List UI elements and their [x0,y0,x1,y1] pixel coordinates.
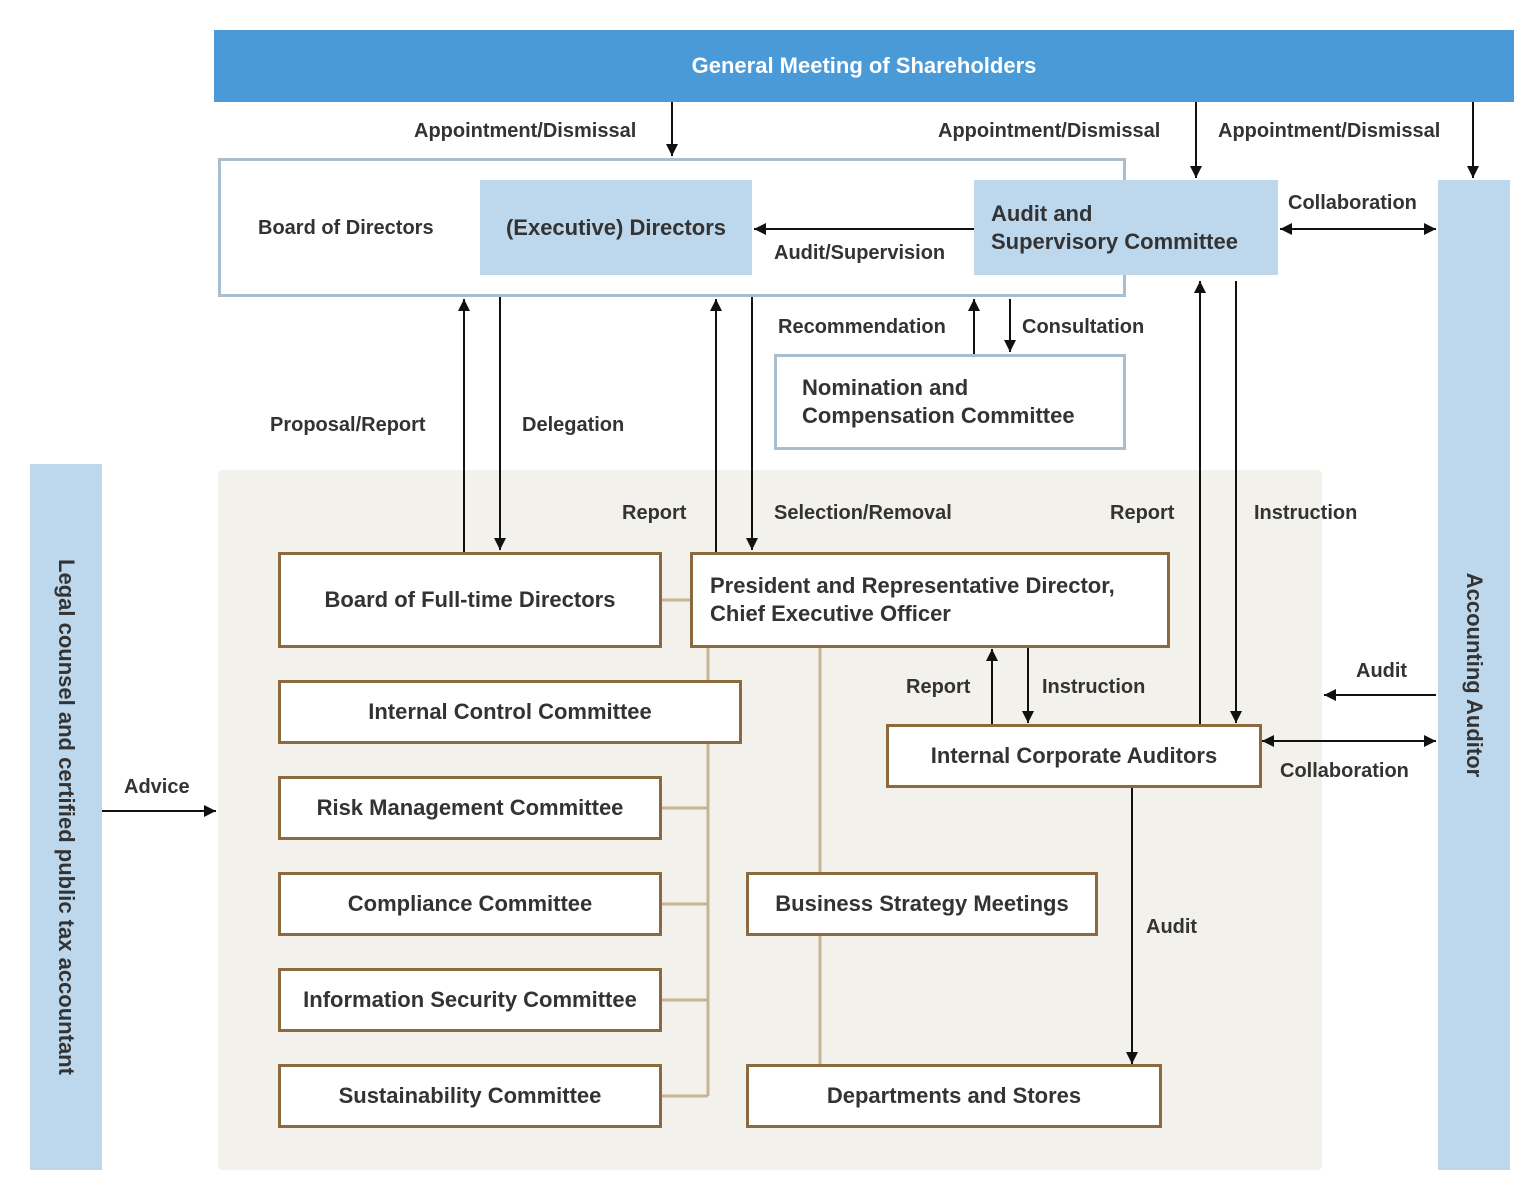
org-tree-lines [660,598,822,1098]
president-line-2: Chief Executive Officer [710,601,951,626]
audit-committee-line-2: Supervisory Committee [991,228,1238,254]
accounting-auditor-bar [1438,180,1510,1170]
legal-counsel-bar [30,464,102,1170]
infosec-box: Information Security Committee [278,968,662,1032]
audit-committee-box: Audit and Supervisory Committee [974,180,1278,275]
shareholders-bar: General Meeting of Shareholders [214,30,1514,102]
departments-box: Departments and Stores [746,1064,1162,1128]
label-recommendation: Recommendation [778,316,946,338]
risk-management-label: Risk Management Committee [316,795,624,820]
board-of-directors-label: Board of Directors [258,217,434,239]
nomination-committee-box: Nomination and Compensation Committee [774,354,1126,450]
internal-auditors-box: Internal Corporate Auditors [886,724,1262,788]
label-selection-removal: Selection/Removal [774,502,952,524]
label-delegation: Delegation [522,414,625,436]
nomination-line-1: Nomination and [802,375,969,400]
departments-label: Departments and Stores [826,1083,1082,1108]
internal-control-box: Internal Control Committee [278,680,742,744]
label-appoint-1: Appointment/Dismissal [414,120,637,142]
risk-management-box: Risk Management Committee [278,776,662,840]
nomination-line-2: Compensation Committee [802,403,1075,428]
audit-committee-line-1: Audit and [991,200,1093,226]
label-collab-bottom: Collaboration [1280,760,1409,782]
fulltime-board-label: Board of Full-time Directors [324,587,616,612]
label-audit-supervision: Audit/Supervision [774,242,946,264]
internal-control-label: Internal Control Committee [368,699,652,724]
president-box: President and Representative Director, C… [690,552,1170,648]
compliance-label: Compliance Committee [347,891,593,916]
label-instruction-1: Instruction [1254,502,1358,524]
flow-arrows [102,102,1479,1064]
infosec-label: Information Security Committee [303,987,637,1012]
internal-auditors-label: Internal Corporate Auditors [930,743,1218,768]
fulltime-board-box: Board of Full-time Directors [278,552,662,648]
label-consultation: Consultation [1022,316,1145,338]
label-collab-top: Collaboration [1288,192,1417,214]
sustainability-label: Sustainability Committee [338,1083,602,1108]
sustainability-box: Sustainability Committee [278,1064,662,1128]
business-strategy-label: Business Strategy Meetings [775,891,1069,916]
executive-directors-box: (Executive) Directors [480,180,752,275]
label-audit-1: Audit [1356,660,1408,682]
label-proposal-report: Proposal/Report [270,414,426,436]
label-appoint-3: Appointment/Dismissal [1218,120,1441,142]
label-appoint-2: Appointment/Dismissal [938,120,1161,142]
executive-directors-label: (Executive) Directors [505,214,727,240]
label-report-1: Report [622,502,687,524]
label-report-3: Report [906,676,971,698]
business-strategy-box: Business Strategy Meetings [746,872,1098,936]
shareholders-label: General Meeting of Shareholders [691,53,1037,78]
compliance-box: Compliance Committee [278,872,662,936]
label-advice: Advice [124,776,190,798]
label-report-2: Report [1110,502,1175,524]
label-instruction-2: Instruction [1042,676,1146,698]
president-line-1: President and Representative Director, [710,573,1115,598]
label-audit-2: Audit [1146,916,1198,938]
